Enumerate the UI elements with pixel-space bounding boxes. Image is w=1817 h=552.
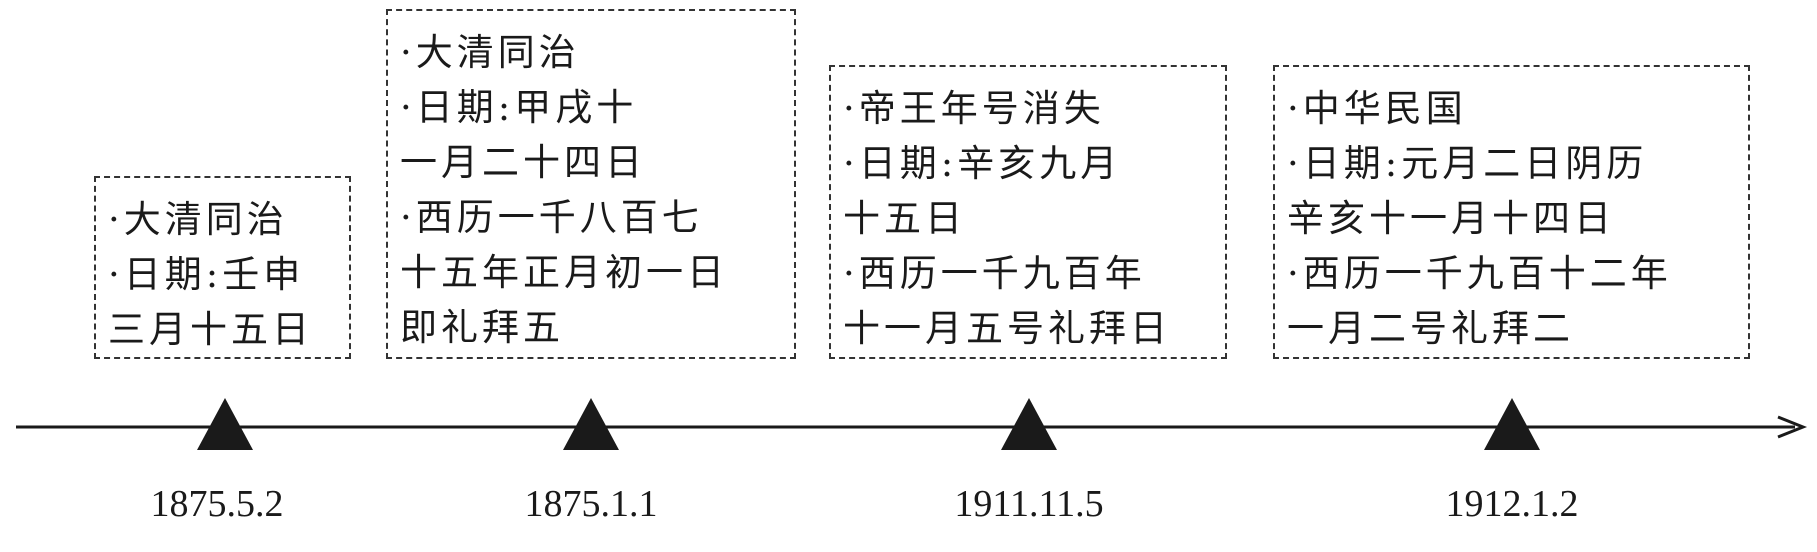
event-text-line: ·西历一千八百七 xyxy=(400,196,703,239)
event-text-line: ·帝王年号消失 xyxy=(843,87,1105,130)
event-text-line: 一月二十四日 xyxy=(400,141,646,184)
event-marker-3 xyxy=(1001,398,1057,450)
event-box-2: ·大清同治 ·日期:甲戌十 一月二十四日 ·西历一千八百七 十五年正月初一日 即… xyxy=(386,9,796,359)
event-box-3: ·帝王年号消失 ·日期:辛亥九月 十五日 ·西历一千九百年 十一月五号礼拜日 xyxy=(829,65,1227,359)
event-text-line: 即礼拜五 xyxy=(400,306,564,349)
event-text-line: 十一月五号礼拜日 xyxy=(843,307,1171,350)
axis-arrow-icon xyxy=(1777,415,1808,439)
event-text-line: ·大清同治 xyxy=(108,198,288,241)
event-text-line: 十五年正月初一日 xyxy=(400,251,728,294)
event-text-line: 十五日 xyxy=(843,197,966,240)
event-text-line: 辛亥十一月十四日 xyxy=(1287,197,1615,240)
event-text-line: ·日期:元月二日阴历 xyxy=(1287,142,1648,185)
event-marker-2 xyxy=(563,398,619,450)
event-marker-4 xyxy=(1484,398,1540,450)
event-text-line: ·西历一千九百年 xyxy=(843,252,1146,295)
event-text-line: ·日期:甲戌十 xyxy=(400,86,638,129)
event-text-line: ·大清同治 xyxy=(400,31,580,74)
event-marker-1 xyxy=(197,398,253,450)
event-text-line: 一月二号礼拜二 xyxy=(1287,307,1574,350)
event-text-line: ·西历一千九百十二年 xyxy=(1287,252,1672,295)
event-box-1: ·大清同治 ·日期:壬申 三月十五日 xyxy=(94,176,351,359)
event-date-label: 1875.5.2 xyxy=(150,483,284,525)
event-text-line: ·中华民国 xyxy=(1287,87,1467,130)
event-box-4: ·中华民国 ·日期:元月二日阴历 辛亥十一月十四日 ·西历一千九百十二年 一月二… xyxy=(1273,65,1750,359)
event-date-label: 1875.1.1 xyxy=(524,483,658,525)
event-date-label: 1911.11.5 xyxy=(954,483,1104,525)
event-text-line: ·日期:壬申 xyxy=(108,253,305,296)
event-date-label: 1912.1.2 xyxy=(1445,483,1579,525)
event-text-line: 三月十五日 xyxy=(108,308,313,351)
event-text-line: ·日期:辛亥九月 xyxy=(843,142,1122,185)
